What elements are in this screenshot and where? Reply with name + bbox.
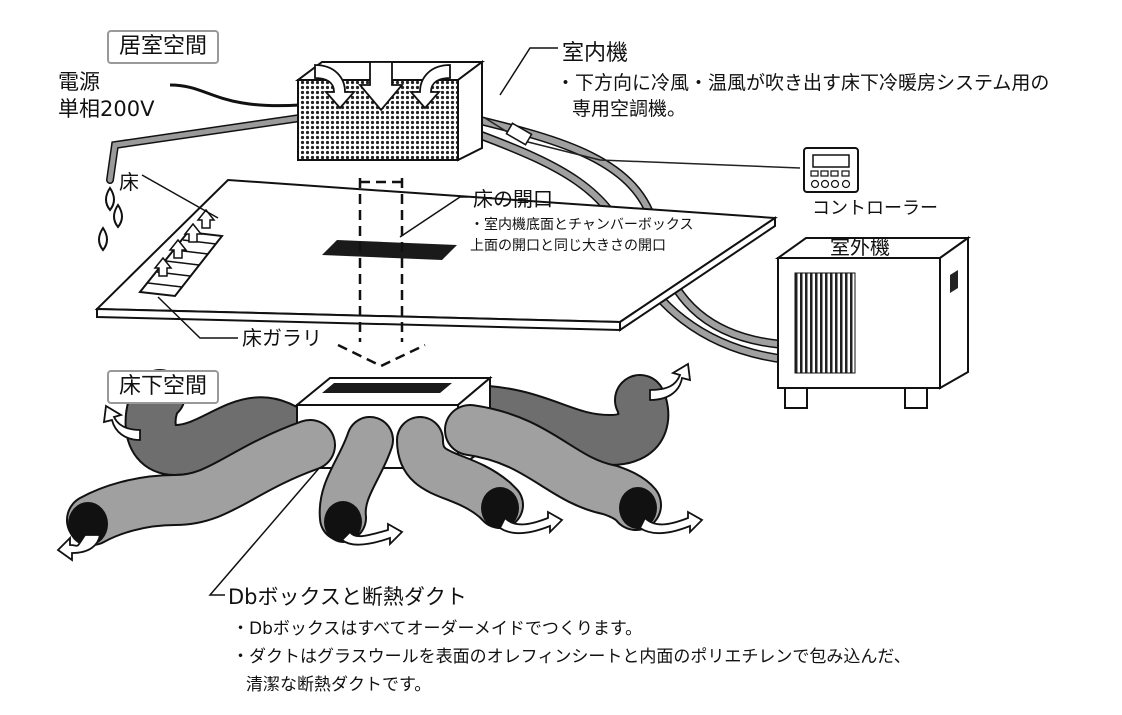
leader-lines <box>141 47 558 596</box>
floor-opening-title: 床の開口 <box>473 187 553 211</box>
duct-desc-2: ・ダクトはグラスウールを表面のオレフィンシートと内面のポリエチレンで包み込んだ、 <box>232 647 911 667</box>
indoor-unit-desc-1: ・下方向に冷風・温風が吹き出す床下冷暖房システム用の <box>556 72 1049 94</box>
floor-label: 床 <box>119 170 139 194</box>
underfloor-space-label: 床下空間 <box>107 370 220 404</box>
duct-desc-3: 清潔な断熱ダクトです。 <box>246 675 431 695</box>
duct-title: Dbボックスと断熱ダクト <box>228 585 467 609</box>
power-label-line1: 電源 <box>58 70 100 94</box>
indoor-unit-title: 室内機 <box>562 41 628 66</box>
outdoor-unit <box>774 236 972 409</box>
text-layer: 電源 単相200V 室内機 ・下方向に冷風・温風が吹き出す床下冷暖房システム用の… <box>58 41 1049 695</box>
outflow-arrows <box>56 362 704 562</box>
outdoor-unit-label: 室外機 <box>830 235 890 259</box>
power-cable <box>169 83 301 108</box>
drain-drops <box>98 186 123 252</box>
floor-opening <box>322 240 457 260</box>
controller-device <box>803 147 859 193</box>
indoor-unit-desc-2: 専用空調機。 <box>572 98 686 120</box>
floor-opening-desc-1: ・室内機底面とチャンバーボックス <box>470 216 693 233</box>
airflow-arrow-down <box>337 178 426 368</box>
cable-connector <box>505 122 533 146</box>
floor-grille <box>138 208 224 298</box>
floor-grille-label: 床ガラリ <box>242 326 322 350</box>
floor-opening-desc-2: 上面の開口と同じ大きさの開口 <box>470 238 666 254</box>
controller-label: コントローラー <box>812 198 938 219</box>
duct-desc-1: ・Dbボックスはすべてオーダーメイドでつくります。 <box>232 619 642 639</box>
indoor-intake-arrows <box>314 61 451 112</box>
controller-cable <box>484 117 801 169</box>
power-label-line2: 単相200V <box>58 97 155 121</box>
living-space-label: 居室空間 <box>107 30 220 64</box>
